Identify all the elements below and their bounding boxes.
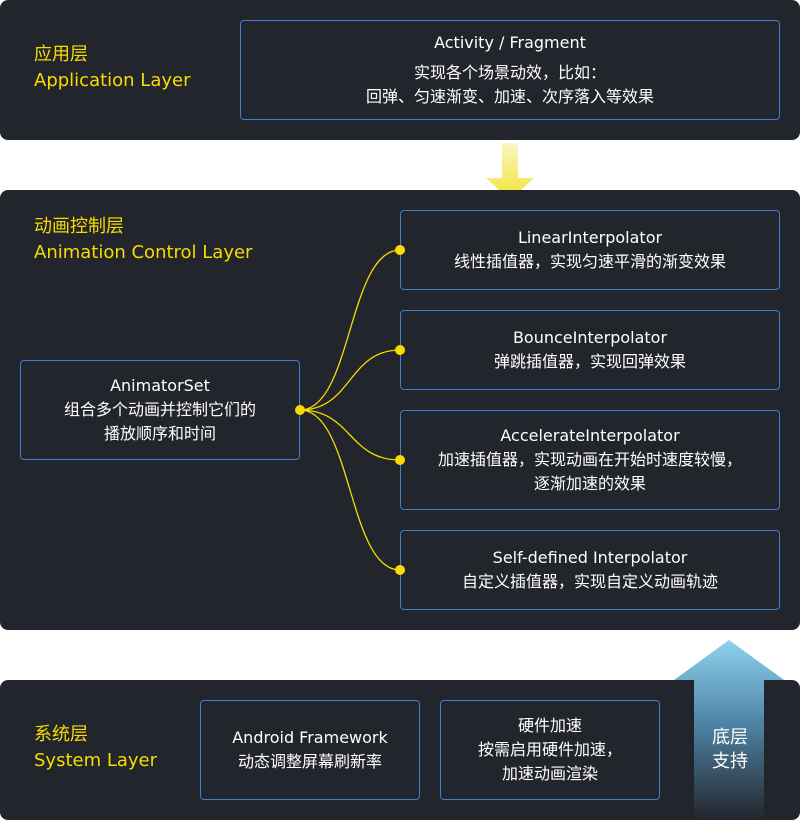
- hardware-acceleration-desc-line2: 加速动画渲染: [501, 764, 598, 783]
- accelerate-interpolator-desc2: 逐渐加速的效果: [533, 474, 646, 493]
- linear-interpolator-box: LinearInterpolator 线性插值器，实现匀速平滑的渐变效果: [400, 210, 780, 290]
- application-layer-title-en: Application Layer: [34, 70, 191, 91]
- bounce-interpolator-box: BounceInterpolator 弹跳插值器，实现回弹效果: [400, 310, 780, 390]
- animator-set-heading: AnimatorSet: [110, 376, 210, 395]
- animation-control-layer-panel: 动画控制层 Animation Control Layer AnimatorSe…: [0, 190, 800, 630]
- animation-control-layer-title-en: Animation Control Layer: [34, 242, 253, 263]
- bottom-support-label: 底层 支持: [694, 726, 766, 774]
- accelerate-interpolator-box: AccelerateInterpolator 加速插值器，实现动画在开始时速度较…: [400, 410, 780, 510]
- system-layer-title: 系统层 System Layer: [34, 722, 157, 774]
- animator-set-desc-line1: 组合多个动画并控制它们的: [63, 400, 256, 419]
- system-layer-title-cn: 系统层: [34, 724, 88, 745]
- hardware-acceleration-desc-line1: 按需启用硬件加速，: [477, 740, 622, 759]
- self-defined-interpolator-name: Self-defined Interpolator: [492, 548, 688, 567]
- self-defined-interpolator-box: Self-defined Interpolator 自定义插值器，实现自定义动画…: [400, 530, 780, 610]
- application-layer-title: 应用层 Application Layer: [34, 42, 190, 94]
- hardware-acceleration-box: 硬件加速 按需启用硬件加速， 加速动画渲染: [440, 700, 660, 800]
- accelerate-interpolator-name: AccelerateInterpolator: [500, 426, 680, 445]
- bottom-support-line2: 支持: [712, 751, 748, 772]
- android-framework-heading: Android Framework: [232, 728, 388, 747]
- linear-interpolator-name: LinearInterpolator: [517, 228, 663, 247]
- animation-control-layer-title: 动画控制层 Animation Control Layer: [34, 214, 252, 266]
- self-defined-interpolator-desc: 自定义插值器，实现自定义动画轨迹: [461, 572, 718, 591]
- system-layer-panel: 系统层 System Layer Android Framework 动态调整屏…: [0, 680, 800, 820]
- activity-fragment-heading: Activity / Fragment: [434, 33, 586, 52]
- animator-set-box: AnimatorSet 组合多个动画并控制它们的 播放顺序和时间: [20, 360, 300, 460]
- application-layer-title-cn: 应用层: [34, 44, 88, 65]
- linear-interpolator-desc: 线性插值器，实现匀速平滑的渐变效果: [453, 252, 726, 271]
- accelerate-interpolator-desc: 加速插值器，实现动画在开始时速度较慢，: [437, 450, 742, 469]
- android-framework-box: Android Framework 动态调整屏幕刷新率: [200, 700, 420, 800]
- activity-fragment-desc-line2: 回弹、匀速渐变、加速、次序落入等效果: [365, 87, 654, 106]
- android-framework-desc: 动态调整屏幕刷新率: [237, 752, 382, 771]
- bounce-interpolator-name: BounceInterpolator: [512, 328, 668, 347]
- hardware-acceleration-heading: 硬件加速: [517, 716, 582, 735]
- animator-set-desc-line2: 播放顺序和时间: [103, 424, 216, 443]
- activity-fragment-desc-line1: 实现各个场景动效，比如：: [413, 63, 606, 82]
- activity-fragment-box: Activity / Fragment 实现各个场景动效，比如： 回弹、匀速渐变…: [240, 20, 780, 120]
- application-layer-panel: 应用层 Application Layer Activity / Fragmen…: [0, 0, 800, 140]
- bounce-interpolator-desc: 弹跳插值器，实现回弹效果: [493, 352, 686, 371]
- animation-control-layer-title-cn: 动画控制层: [34, 216, 124, 237]
- bottom-support-line1: 底层: [712, 727, 748, 748]
- system-layer-title-en: System Layer: [34, 750, 158, 771]
